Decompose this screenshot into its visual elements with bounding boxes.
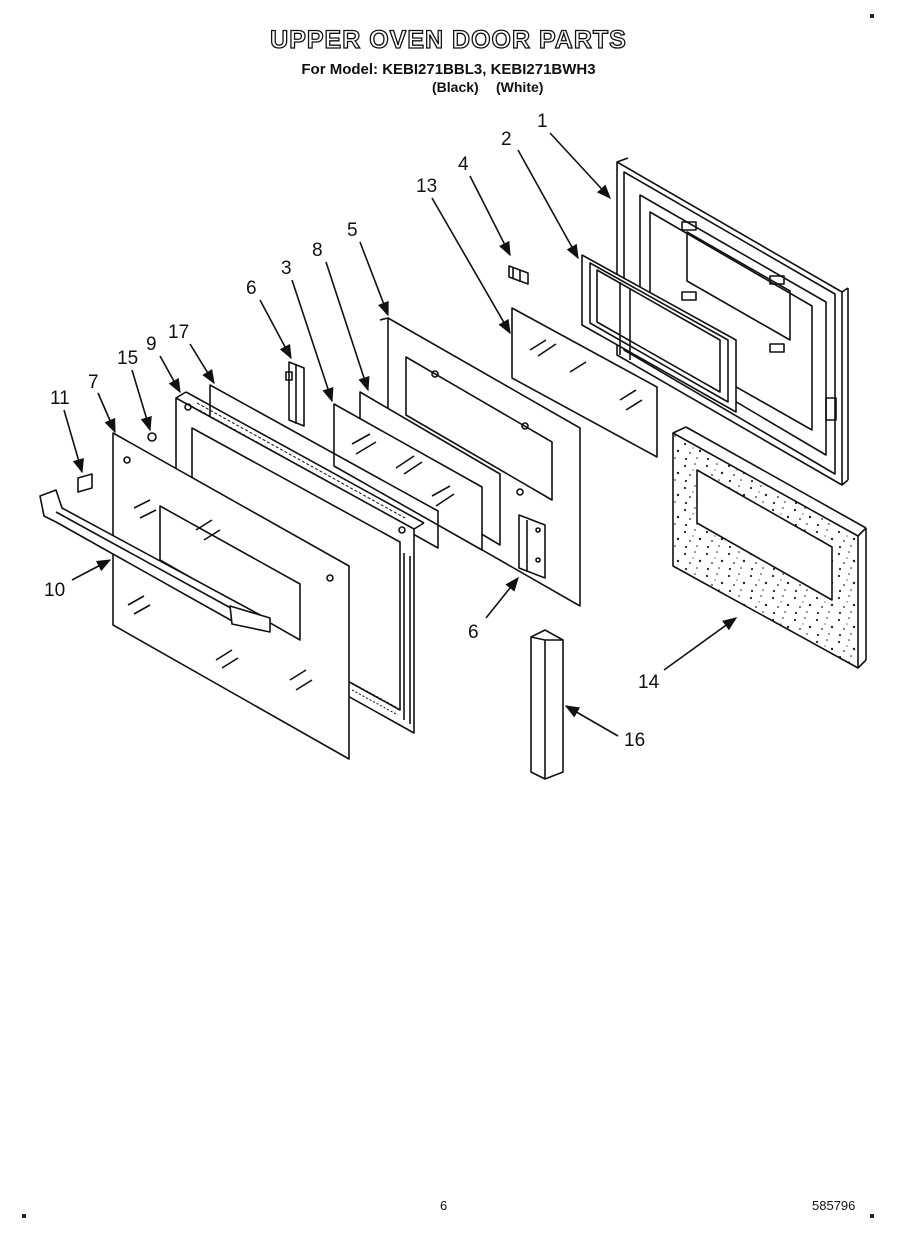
part-6-hinge-bracket-lower [518, 514, 546, 579]
leader-14 [663, 617, 738, 671]
callout-6-lower: 6 [468, 622, 479, 643]
part-4-clip [508, 265, 529, 285]
callout-9: 9 [146, 334, 157, 355]
leader-6-lower [485, 576, 519, 619]
callout-15: 15 [117, 348, 138, 369]
leader-17 [189, 343, 215, 385]
part-7-outer-glass [112, 432, 350, 760]
part-11-handle-insert [77, 473, 93, 493]
callout-16: 16 [624, 730, 645, 751]
leader-15 [131, 369, 152, 432]
leader-11 [63, 409, 84, 474]
callout-2: 2 [501, 129, 512, 150]
leader-9 [159, 355, 181, 394]
part-10-door-handle [39, 489, 271, 633]
callout-7: 7 [88, 372, 99, 393]
part-15-screw [147, 432, 157, 442]
callout-1: 1 [537, 111, 548, 132]
model-line: For Model: KEBI271BBL3, KEBI271BWH3 [301, 61, 596, 78]
callout-4: 4 [458, 154, 469, 175]
leader-16 [564, 705, 619, 737]
callout-5: 5 [347, 220, 358, 241]
callout-3: 3 [281, 258, 292, 279]
callout-labels: 1 2 4 13 5 8 3 6 17 9 15 7 11 10 6 14 16 [44, 111, 660, 751]
page-number: 6 [440, 1198, 448, 1213]
leader-10 [71, 559, 112, 581]
callout-11: 11 [50, 388, 70, 409]
variant-black-label: (Black) [432, 79, 479, 95]
leader-8 [325, 261, 370, 392]
variant-white-label: (White) [496, 79, 544, 95]
leader-4 [469, 175, 511, 257]
callout-10: 10 [44, 580, 65, 601]
callout-8: 8 [312, 240, 323, 261]
leader-1 [549, 132, 611, 200]
part-2-window-frame [581, 254, 737, 413]
part-13-glass-pane [511, 307, 658, 458]
callout-17: 17 [168, 322, 189, 343]
callout-13: 13 [416, 176, 437, 197]
part-17-vent-strip [209, 384, 439, 549]
part-16-channel-strip [530, 629, 564, 780]
leader-6-upper [259, 299, 292, 360]
part-3-glass [333, 403, 483, 551]
callout-6-upper: 6 [246, 278, 257, 299]
part-6-bracket-upper [285, 361, 305, 427]
corner-mark-top-right [870, 14, 874, 18]
leader-7 [97, 392, 116, 434]
part-1-inner-door-liner [616, 157, 849, 486]
leader-5 [359, 241, 389, 317]
callout-14: 14 [638, 672, 660, 693]
leader-3 [291, 279, 334, 403]
part-14-insulation-gasket [672, 426, 867, 669]
corner-mark-bottom-left [22, 1214, 26, 1218]
document-number: 585796 [812, 1198, 856, 1213]
leader-2 [517, 149, 579, 260]
page-title: UPPER OVEN DOOR PARTS [269, 25, 627, 54]
corner-mark-bottom-right [870, 1214, 874, 1218]
leader-13 [431, 197, 511, 335]
leader-lines [63, 132, 738, 737]
